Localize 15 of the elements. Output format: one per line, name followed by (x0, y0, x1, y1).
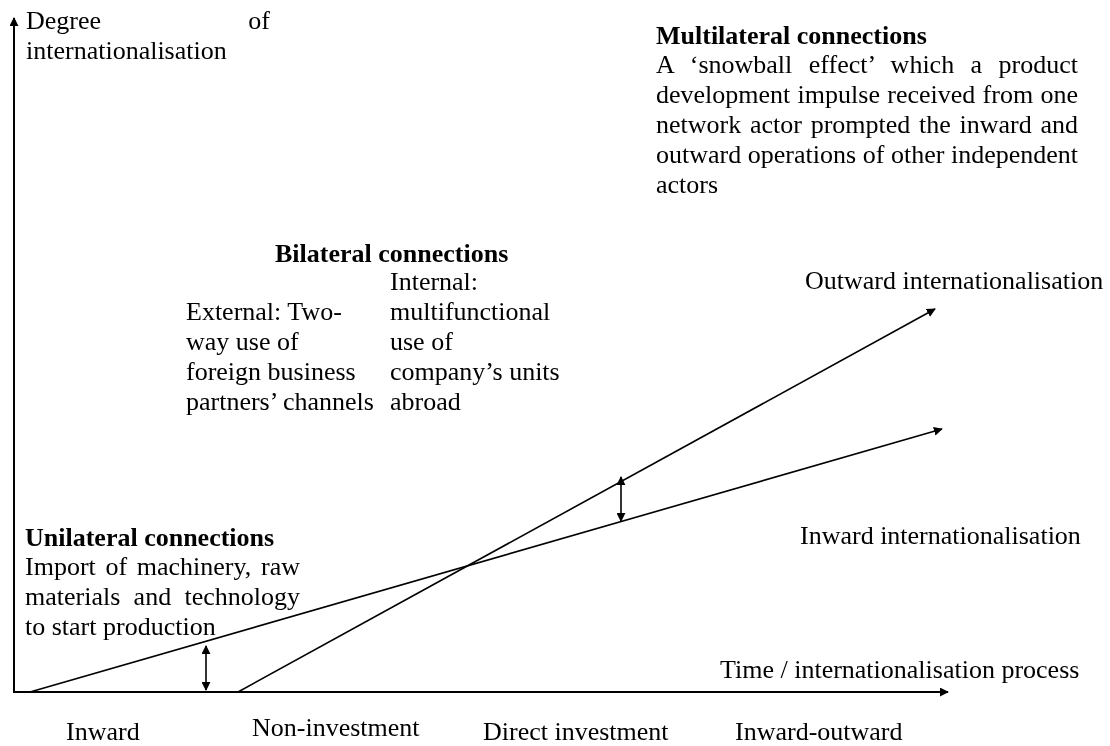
line-label: Inward internationalisation (800, 522, 1081, 550)
stage-label: Non-investment (252, 714, 420, 742)
axis-title: Degree of internationalisation (26, 6, 270, 66)
heading: Unilateral connections (25, 524, 275, 552)
line-label: Time / internationalisation process (720, 656, 1080, 684)
line-label: Outward internationalisation (805, 267, 1104, 295)
stage-label: Direct investment (483, 718, 669, 746)
heading: Multilateral connections (656, 22, 927, 50)
description: Import of machinery, raw materials and technology to start production (25, 552, 300, 642)
description: Internal: multifunctional use of company’s units abroad (390, 267, 561, 417)
stage-label: Inward (66, 718, 140, 746)
stage-label: Inward-outward (735, 718, 903, 746)
heading: Bilateral connections (275, 240, 509, 268)
description: External: Two-way use of foreign business partners’ channels (186, 297, 374, 417)
description: A ‘snowball effect’ which a product development impulse received from one network actor prompted the inward and outward operations of other independent actors (656, 50, 1078, 200)
